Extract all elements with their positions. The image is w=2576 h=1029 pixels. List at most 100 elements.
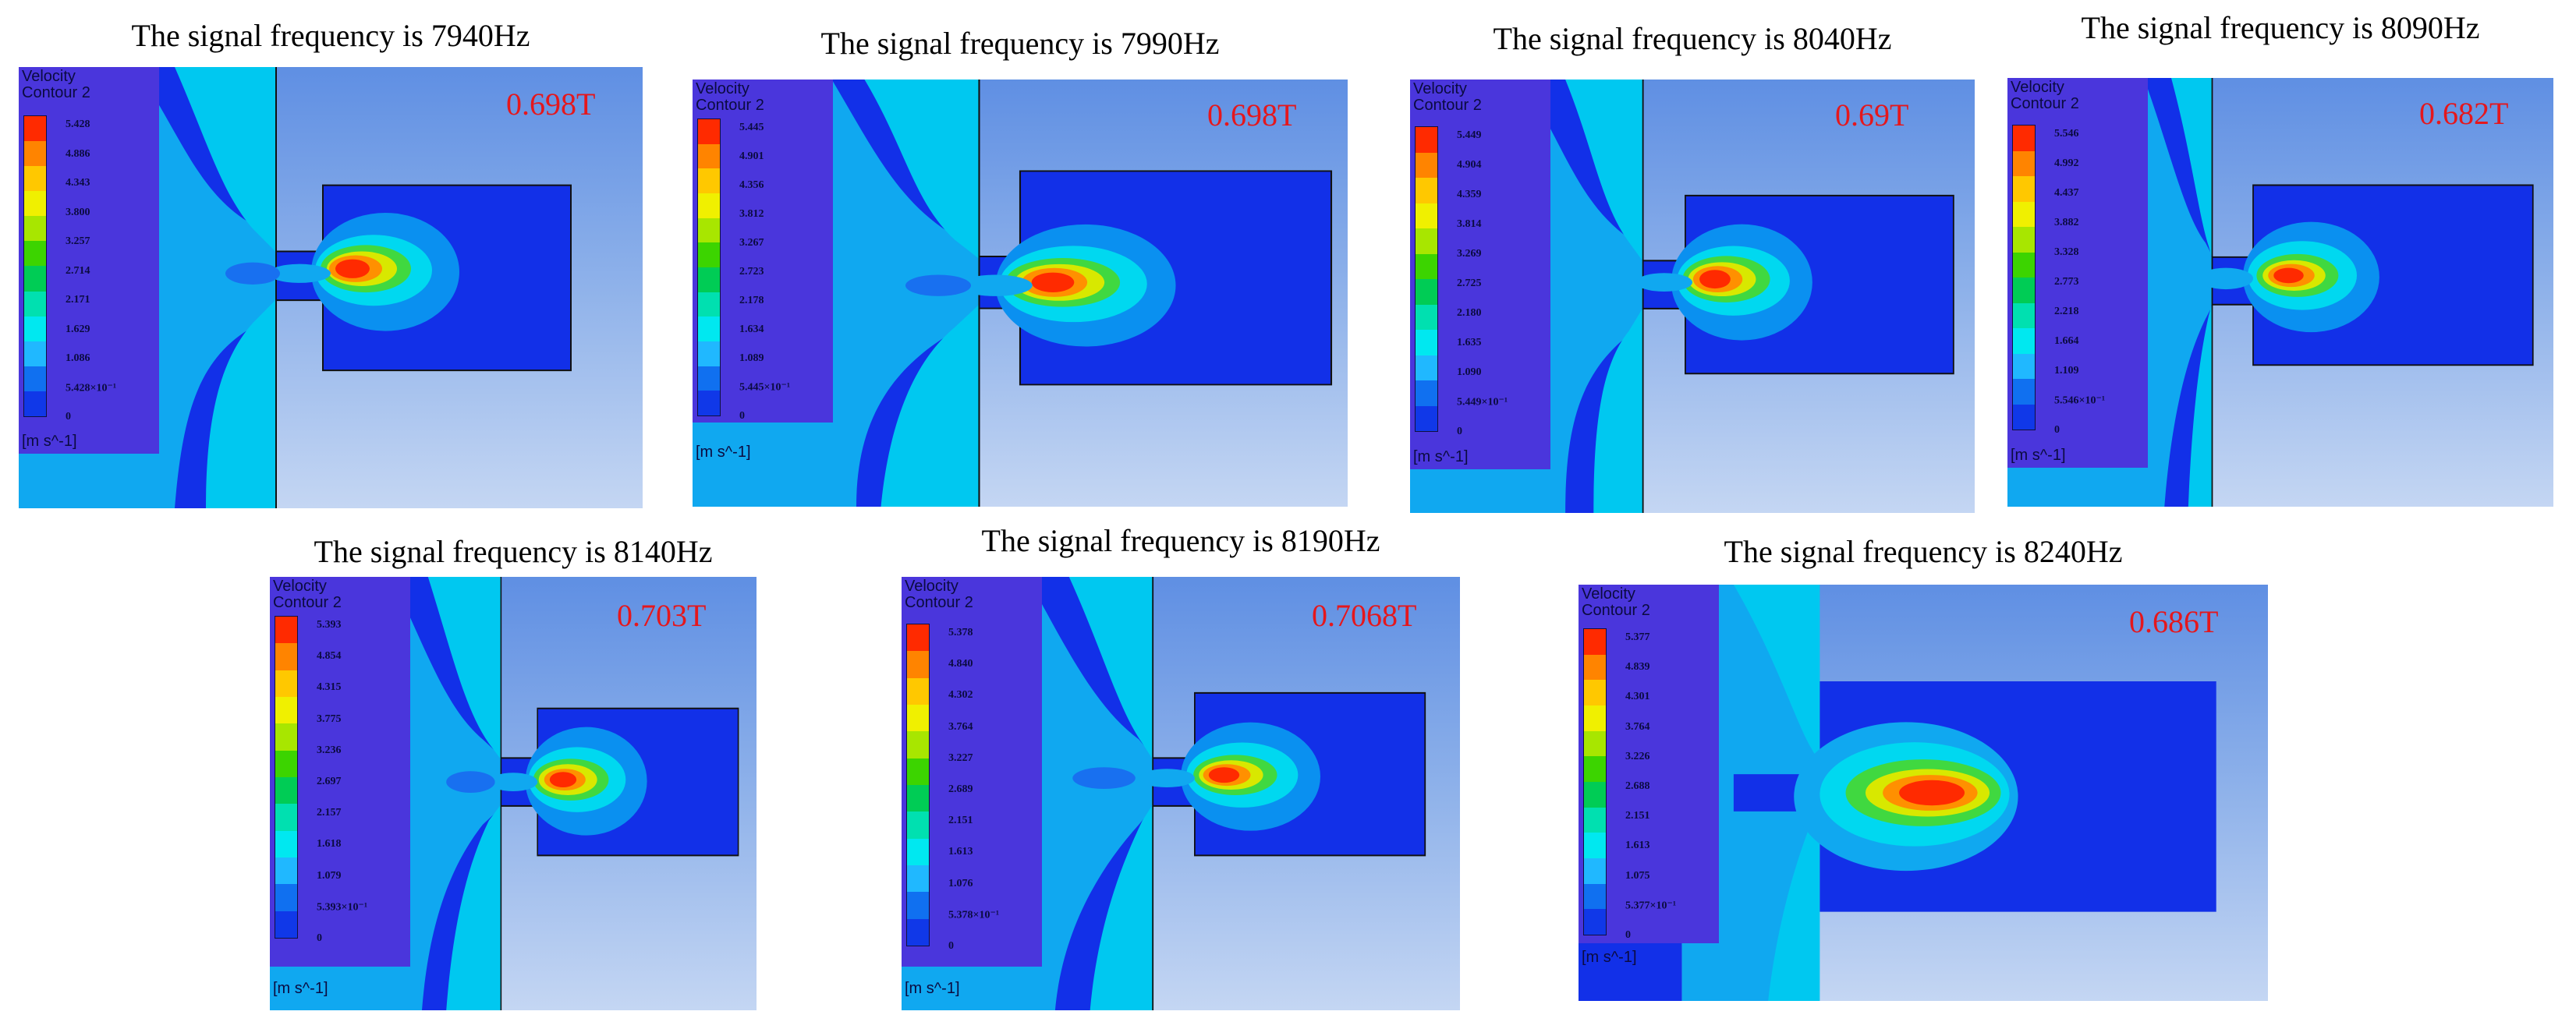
panel-8140hz: The signal frequency is 8140Hz 0.703T Ve… xyxy=(270,522,757,1029)
color-bar-step xyxy=(1584,705,1606,731)
color-bar-tick-label: 5.393 xyxy=(317,619,342,631)
time-label: 0.686T xyxy=(2129,604,2219,639)
color-bar-tick-label: 3.267 xyxy=(739,237,764,249)
color-bar-tick-label: 5.378×10⁻¹ xyxy=(948,909,1000,921)
color-bar-tick-label: 2.180 xyxy=(1457,307,1482,319)
color-bar-step xyxy=(907,812,929,839)
color-bar-tick-label: 4.359 xyxy=(1457,189,1482,200)
color-bar-step xyxy=(2013,176,2035,202)
panel-caption: The signal frequency is 8240Hz xyxy=(1724,534,2123,569)
panel-caption: The signal frequency is 8190Hz xyxy=(981,523,1380,558)
legend-title-line: Velocity xyxy=(273,578,327,595)
legend-title-line: Contour 2 xyxy=(696,97,764,114)
color-bar-step xyxy=(907,918,929,946)
color-bar-tick-label: 5.428×10⁻¹ xyxy=(66,382,117,394)
color-bar-step xyxy=(907,624,929,652)
panel-caption: The signal frequency is 8040Hz xyxy=(1493,21,1892,56)
color-bar-tick-label: 2.157 xyxy=(317,807,342,819)
color-bar-step xyxy=(1416,330,1437,355)
color-bar-tick-label: 4.437 xyxy=(2054,187,2079,199)
color-bar-step xyxy=(2013,302,2035,328)
color-bar-tick-label: 5.546×10⁻¹ xyxy=(2054,394,2106,407)
color-bar-tick-label: 3.775 xyxy=(317,713,342,725)
color-bar xyxy=(1583,628,1607,935)
color-bar-tick-label: 2.714 xyxy=(66,264,90,277)
color-bar xyxy=(697,118,721,416)
color-bar-step xyxy=(24,216,46,242)
legend-title-line: Velocity xyxy=(2011,79,2064,96)
legend-title-line: Contour 2 xyxy=(905,594,973,611)
color-bar-tick-label: 4.356 xyxy=(739,179,764,191)
color-bar-step xyxy=(2013,126,2035,151)
legend-unit: [m s^-1] xyxy=(905,980,960,997)
color-bar-tick-label: 5.393×10⁻¹ xyxy=(317,901,368,914)
color-bar xyxy=(906,624,930,946)
color-bar-step xyxy=(2013,278,2035,303)
panel-8190hz: The signal frequency is 8190Hz 0.7068T V… xyxy=(902,514,1460,1029)
color-bar-step xyxy=(1584,654,1606,681)
color-bar-tick-label: 4.301 xyxy=(1625,691,1650,703)
color-bar-step xyxy=(275,911,297,938)
color-bar-step xyxy=(907,651,929,678)
color-bar-step xyxy=(1416,152,1437,178)
color-bar-step xyxy=(698,292,720,317)
color-bar-tick-label: 4.901 xyxy=(739,150,764,162)
panel-7990hz: The signal frequency is 7990Hz 0.698T Ve… xyxy=(693,0,1348,514)
color-bar-tick-label: 3.882 xyxy=(2054,217,2079,228)
color-bar-step xyxy=(1416,127,1437,153)
color-bar-tick-label: 4.840 xyxy=(948,658,973,670)
color-bar-tick-label: 2.688 xyxy=(1625,780,1650,792)
color-bar-step xyxy=(907,865,929,893)
color-bar-step xyxy=(1416,178,1437,203)
color-bar-tick-label: 0 xyxy=(66,411,71,423)
color-bar-step xyxy=(698,341,720,366)
color-bar-step xyxy=(275,830,297,858)
color-bar-tick-label: 4.992 xyxy=(2054,157,2079,169)
color-bar-step xyxy=(698,316,720,342)
color-bar-step xyxy=(907,838,929,865)
color-bar-tick-label: 5.377×10⁻¹ xyxy=(1625,900,1677,912)
color-bar-step xyxy=(24,266,46,292)
legend-title-line: Velocity xyxy=(22,68,76,85)
color-bar-tick-label: 2.725 xyxy=(1457,278,1482,289)
legend-unit: [m s^-1] xyxy=(273,980,328,997)
color-bar-tick-label: 4.854 xyxy=(317,650,342,663)
color-bar-step xyxy=(698,217,720,243)
color-bar-step xyxy=(698,143,720,169)
color-bar-step xyxy=(1584,807,1606,833)
panel-8040hz: The signal frequency is 8040Hz 0.69T Vel… xyxy=(1410,0,1975,514)
color-bar-tick-label: 2.723 xyxy=(739,266,764,278)
color-bar-tick-label: 3.814 xyxy=(1457,218,1482,230)
panel-8090hz: The signal frequency is 8090Hz 0.682T Ve… xyxy=(2007,0,2553,514)
color-bar-step xyxy=(1584,833,1606,859)
color-bar-step xyxy=(1584,782,1606,808)
color-bar-step xyxy=(1416,253,1437,279)
color-bar-step xyxy=(24,366,46,391)
color-bar-tick-label: 3.800 xyxy=(66,206,90,218)
color-bar-step xyxy=(698,242,720,268)
time-label: 0.682T xyxy=(2419,96,2509,131)
color-bar-tick-label: 1.076 xyxy=(948,877,973,889)
color-bar-tick-label: 0 xyxy=(739,410,745,422)
color-bar-tick-label: 4.302 xyxy=(948,689,973,702)
color-bar-step xyxy=(907,892,929,919)
color-bar-step xyxy=(698,366,720,391)
time-label: 0.7068T xyxy=(1312,598,1417,633)
color-bar xyxy=(1415,126,1438,432)
legend-title-line: Contour 2 xyxy=(2011,95,2079,112)
color-bar-tick-label: 2.151 xyxy=(1625,810,1650,822)
color-bar-step xyxy=(1416,304,1437,330)
panel-caption: The signal frequency is 7990Hz xyxy=(820,26,1220,61)
color-bar-tick-label: 2.218 xyxy=(2054,306,2079,317)
color-bar-step xyxy=(275,643,297,670)
color-bar-tick-label: 0 xyxy=(1625,929,1631,941)
color-bar-tick-label: 3.257 xyxy=(66,235,90,247)
